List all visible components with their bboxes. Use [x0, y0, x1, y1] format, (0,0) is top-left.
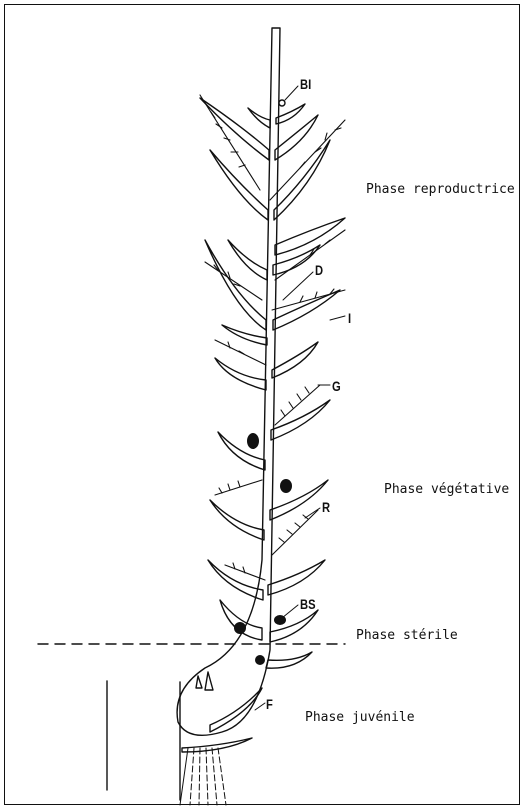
leaf-right [275, 218, 345, 255]
phase-juvenile-label: Phase juvénile [305, 710, 415, 725]
label-f: F [266, 696, 273, 712]
label-bs: BS [300, 596, 316, 612]
label-g: G [332, 378, 341, 394]
leaf-left [215, 358, 266, 390]
leaf-left [222, 325, 267, 345]
leaf-left [228, 240, 267, 280]
leaf-right [266, 652, 312, 668]
apical-bud-marker [279, 100, 285, 106]
label-bi: BI [300, 76, 311, 92]
label-i: I [348, 310, 351, 326]
leaf-left [210, 500, 264, 540]
leaf-right [270, 480, 328, 520]
leaf-right [274, 140, 330, 220]
leaf-right [273, 245, 320, 275]
leaf-right [272, 342, 318, 378]
leaf-right [273, 290, 340, 330]
juvenile-leaf [182, 738, 252, 752]
vegetative-branches [215, 385, 320, 580]
roots [180, 748, 226, 805]
label-r: R [322, 499, 330, 515]
phase-vegetative-label: Phase végétative [384, 482, 509, 497]
dark-buds [234, 433, 292, 665]
leaf-right [270, 610, 318, 642]
leaf-right [268, 560, 325, 595]
leaf-left [210, 150, 268, 220]
label-d: D [315, 262, 323, 278]
main-stem [177, 28, 280, 735]
juvenile-leaf [196, 676, 202, 688]
phase-reproductrice-label: Phase reproductrice [366, 182, 515, 197]
leaf-right [276, 104, 305, 124]
leaf-left [208, 560, 263, 600]
leaf-left [248, 108, 270, 128]
juvenile-leaf [205, 672, 213, 690]
phase-sterile-label: Phase stérile [356, 628, 458, 643]
